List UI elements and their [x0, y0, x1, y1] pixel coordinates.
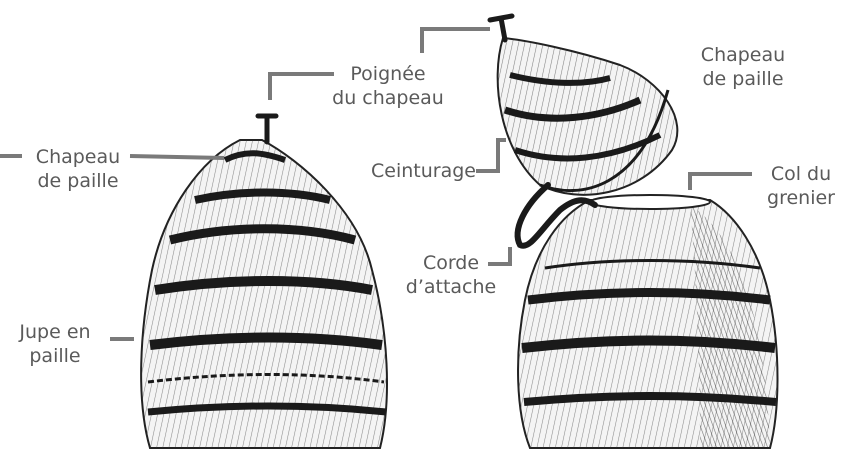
- label-granary-neck: Col du grenier: [756, 162, 846, 210]
- label-line: Col du: [756, 162, 846, 186]
- label-line: de paille: [26, 169, 130, 193]
- label-line: Corde: [392, 251, 510, 275]
- label-line: du chapeau: [318, 86, 458, 110]
- label-line: de paille: [688, 67, 798, 91]
- leader-straw-hat-left-2: [130, 156, 224, 158]
- label-line: Jupe en: [2, 320, 108, 344]
- leader-granary-neck: [690, 174, 752, 190]
- leader-belting: [476, 140, 506, 171]
- label-tie-rope: Corde d’attache: [392, 251, 510, 299]
- label-line: d’attache: [392, 275, 510, 299]
- closed-granary: [141, 116, 387, 448]
- hat-handle: [258, 116, 276, 142]
- label-line: grenier: [756, 186, 846, 210]
- label-line: Chapeau: [26, 145, 130, 169]
- label-hat-handle: Poignée du chapeau: [318, 62, 458, 110]
- label-line: Chapeau: [688, 43, 798, 67]
- label-line: paille: [2, 344, 108, 368]
- label-belting: Ceinturage: [352, 159, 476, 183]
- hat-handle: [490, 16, 512, 40]
- label-straw-skirt: Jupe en paille: [2, 320, 108, 368]
- label-straw-hat-right: Chapeau de paille: [688, 43, 798, 91]
- leader-hat-handle-right: [422, 29, 490, 53]
- label-line: Ceinturage: [352, 159, 476, 183]
- open-granary-hat: [490, 16, 677, 195]
- label-line: Poignée: [318, 62, 458, 86]
- granary-neck: [590, 195, 710, 209]
- label-straw-hat-left: Chapeau de paille: [26, 145, 130, 193]
